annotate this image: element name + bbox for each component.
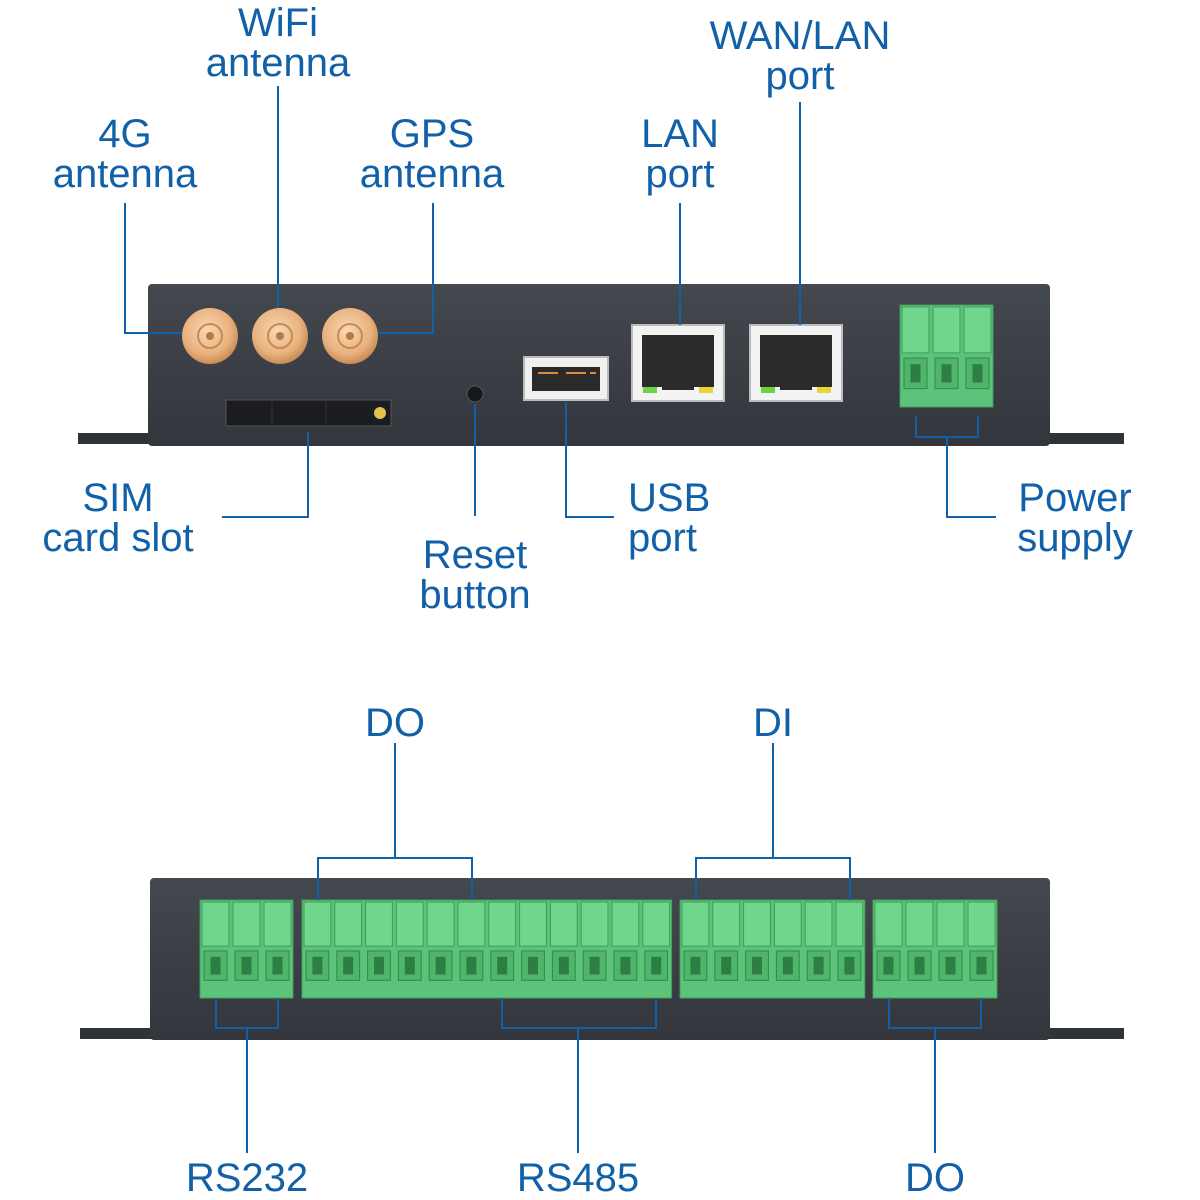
terminal-pin	[334, 901, 363, 981]
leader-4g	[124, 203, 182, 334]
terminal-pin	[519, 901, 547, 981]
terminal-pin	[611, 901, 640, 981]
terminal-pin	[457, 901, 486, 981]
terminal-pin	[932, 306, 961, 390]
di-top-bracket	[695, 857, 851, 900]
bottom-terminal-blocks	[199, 899, 998, 999]
mounting-ear-left	[78, 433, 150, 444]
terminal-pin	[549, 901, 578, 981]
terminal-pin	[488, 901, 517, 981]
leader-gps	[378, 203, 434, 334]
usb-port	[523, 356, 609, 401]
terminal-pin	[963, 306, 992, 390]
terminal-pin	[232, 901, 261, 981]
terminal-block-rs232	[199, 899, 294, 999]
mounting-ear-left-bottom	[80, 1028, 152, 1039]
terminal-pin	[681, 901, 710, 981]
reset-button	[466, 385, 484, 403]
leader-usb	[565, 402, 614, 518]
sim-card-slot	[225, 399, 392, 427]
terminal-pin	[743, 901, 771, 981]
terminal-pin	[804, 901, 833, 981]
terminal-pin	[580, 901, 609, 981]
terminal-pin	[835, 901, 864, 981]
terminal-pin	[901, 306, 930, 390]
label-rs232: RS232	[185, 1156, 309, 1200]
mounting-ear-right	[1048, 433, 1124, 444]
terminal-pin	[936, 901, 965, 981]
terminal-pin	[773, 901, 802, 981]
power-connector	[899, 304, 994, 408]
terminal-pin	[201, 901, 230, 981]
terminal-pin	[874, 901, 903, 981]
lan-port	[631, 324, 725, 402]
terminal-pin	[263, 901, 292, 981]
terminal-block-di	[679, 899, 866, 999]
terminal-pin	[712, 901, 741, 981]
antenna-gps-connector	[322, 308, 378, 364]
top-leader-lines	[124, 86, 996, 518]
wan-lan-port	[749, 324, 843, 402]
terminal-pin	[426, 901, 455, 981]
terminal-pin	[905, 901, 934, 981]
terminal-pin	[967, 901, 996, 981]
power-terminal-block	[899, 304, 994, 408]
label-di-top: DI	[753, 701, 793, 745]
mounting-ear-right-bottom	[1048, 1028, 1124, 1039]
leader-power	[946, 437, 996, 518]
terminal-pin	[395, 901, 424, 981]
terminal-block-do-rs485	[301, 899, 673, 999]
bottom-leader-lines	[215, 743, 982, 1153]
label-do-bottom: DO	[905, 1156, 965, 1200]
top-device	[78, 284, 1124, 446]
label-rs485: RS485	[516, 1156, 640, 1200]
label-do-top: DO	[365, 701, 425, 745]
terminal-pin	[303, 901, 332, 981]
antenna-4g-connector	[182, 308, 238, 364]
terminal-pin	[365, 901, 393, 981]
antenna-wifi-connector	[252, 308, 308, 364]
terminal-pin	[642, 901, 671, 981]
bottom-device	[80, 878, 1124, 1040]
do-top-bracket	[317, 857, 473, 900]
leader-sim	[222, 432, 309, 518]
terminal-block-do	[872, 899, 998, 999]
